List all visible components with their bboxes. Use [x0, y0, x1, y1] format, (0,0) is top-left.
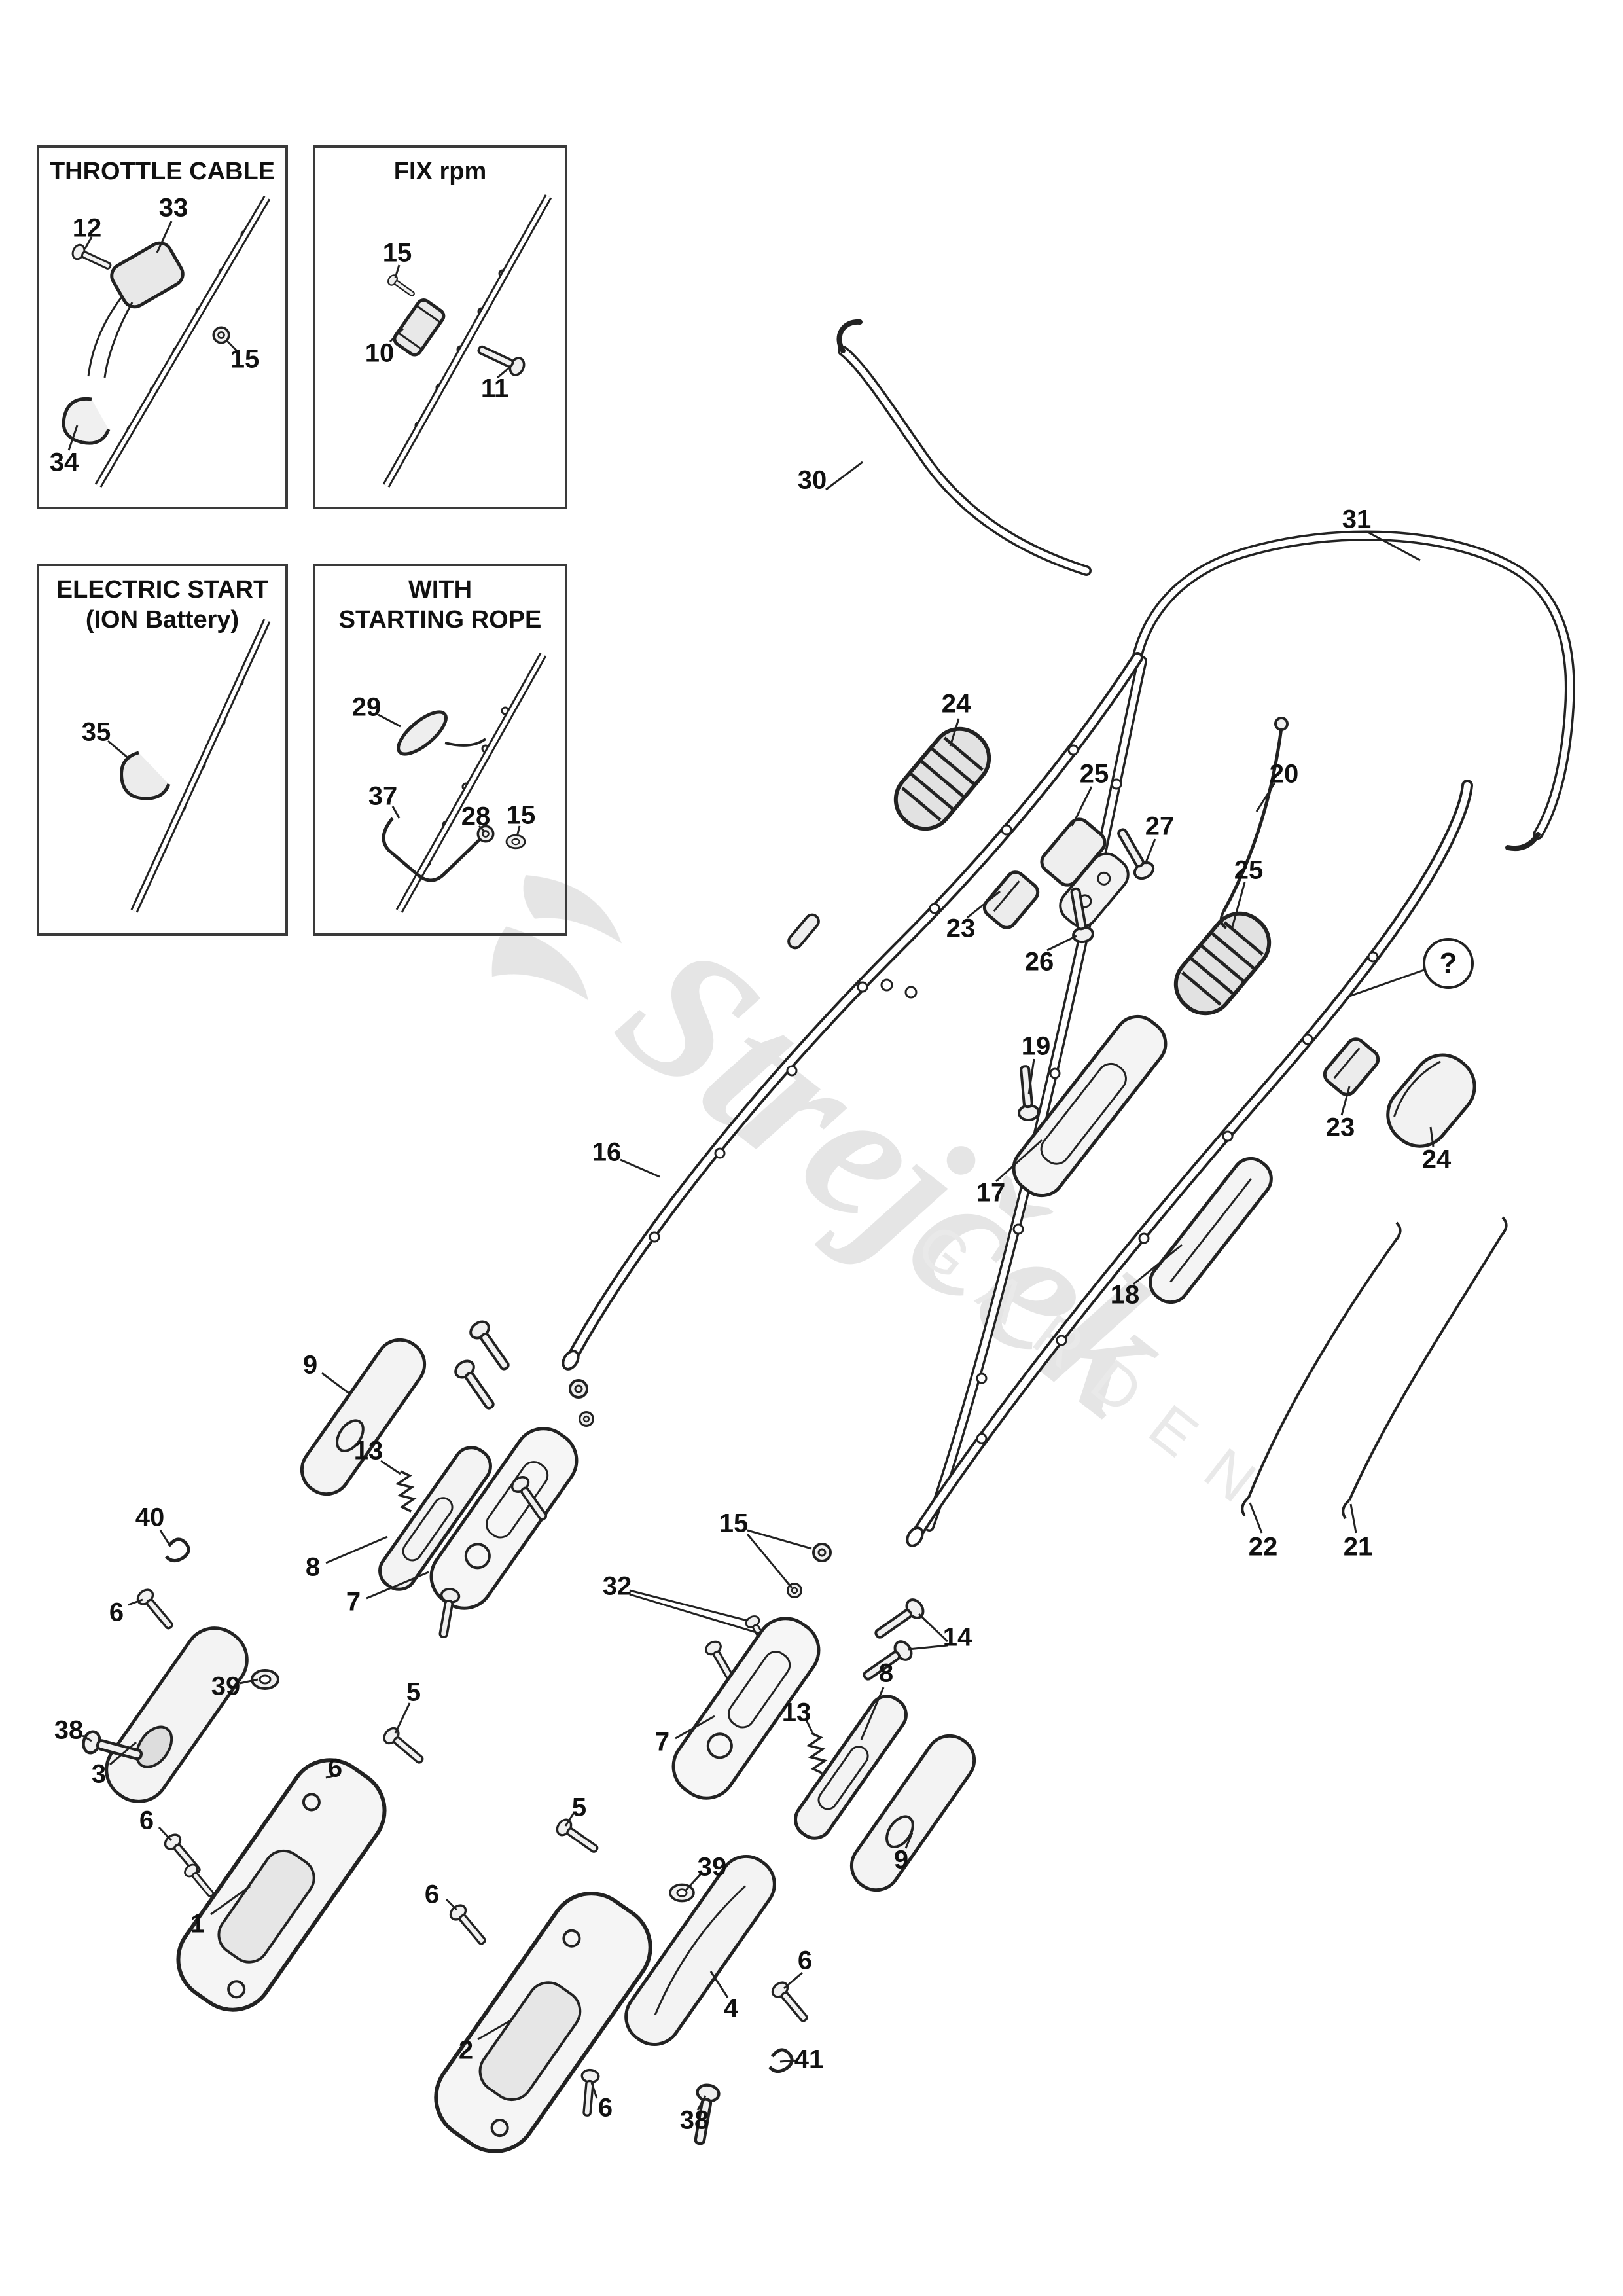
part-label-7: 7: [654, 1727, 670, 1757]
part-label-40: 40: [135, 1503, 165, 1532]
part-label-11: 11: [480, 374, 509, 403]
grip-24-left: [893, 726, 991, 831]
part-label-3: 3: [91, 1759, 107, 1789]
inset-starting-rope-art: [382, 653, 547, 913]
part-label-6: 6: [597, 2093, 613, 2123]
part-label-5: 5: [406, 1677, 421, 1707]
inset-box-throttle-cable: THROTTLE CABLE: [37, 145, 288, 509]
grip-25-right: [1173, 911, 1272, 1016]
part-label-17: 17: [976, 1178, 1006, 1208]
part-label-38: 38: [679, 2106, 709, 2135]
part-label-15: 15: [230, 344, 260, 374]
part-label-33: 33: [158, 193, 188, 223]
part-label-24: 24: [941, 689, 971, 719]
part-label-6: 6: [327, 1753, 343, 1783]
spacer-23-right: [1323, 1037, 1380, 1096]
part-label-10: 10: [365, 338, 395, 368]
shell-24-right: [1386, 1053, 1476, 1148]
part-label-25: 25: [1234, 855, 1264, 885]
cover-9-right: [849, 1734, 976, 1892]
part-label-21: 21: [1343, 1532, 1373, 1562]
spacer-23-left: [982, 870, 1040, 929]
part-label-34: 34: [49, 448, 79, 477]
part-label-26: 26: [1024, 947, 1054, 977]
part-label-13: 13: [353, 1436, 383, 1465]
part-label-9: 9: [302, 1350, 318, 1380]
part-label-15: 15: [719, 1509, 749, 1538]
part-label-37: 37: [368, 781, 398, 811]
part-label-32: 32: [602, 1571, 632, 1601]
inset-throttle-cable-art: [62, 195, 271, 488]
bracket-1: [176, 1758, 387, 2012]
part-label-18: 18: [1110, 1280, 1140, 1310]
handlebar-tubes: [562, 319, 1575, 1547]
part-label-24: 24: [1421, 1145, 1452, 1174]
part-label-23: 23: [946, 914, 976, 943]
inset-box-fix-rpm: FIX rpm: [313, 145, 567, 509]
part-label-6: 6: [797, 1946, 813, 1975]
inset-box-electric-start: ELECTRIC START (ION Battery): [37, 564, 288, 936]
part-label-27: 27: [1145, 812, 1175, 841]
part-label-39: 39: [211, 1672, 241, 1701]
part-label-31: 31: [1342, 505, 1372, 534]
cable-parts: [1219, 717, 1508, 1520]
part-label-5: 5: [571, 1793, 587, 1822]
part-label-16: 16: [592, 1138, 622, 1167]
part-label-20: 20: [1269, 759, 1299, 789]
part-label-14: 14: [942, 1623, 972, 1652]
mid-brackets: [1012, 1014, 1273, 1304]
part-label-9: 9: [893, 1845, 909, 1874]
housing-7-right: [671, 1617, 821, 1800]
cover-9-left: [300, 1338, 427, 1496]
inset-title-electric-start-line1: ELECTRIC START: [56, 576, 269, 603]
lever-8-right: [794, 1695, 908, 1840]
bracket-2: [434, 1892, 652, 2153]
part-label-4: 4: [723, 1994, 739, 2023]
center-cluster: [434, 1543, 976, 2153]
part-label-39: 39: [697, 1852, 727, 1882]
watermark-logo: [491, 875, 622, 1001]
part-label-1: 1: [190, 1909, 205, 1939]
inset-title-throttle-cable-line1: THROTTLE CABLE: [49, 158, 276, 185]
inset-fix-rpm-art: [382, 194, 552, 488]
part-label-13: 13: [781, 1698, 812, 1727]
part-label-15: 15: [506, 800, 536, 830]
part-label-35: 35: [81, 717, 111, 747]
part-label-12: 12: [72, 213, 102, 243]
inset-title-starting-rope-line1: WITH: [408, 576, 473, 603]
part-label-41: 41: [794, 2045, 824, 2074]
part-label-28: 28: [461, 802, 491, 831]
bracket-18: [1149, 1157, 1273, 1304]
leader-lines: [67, 221, 1435, 2111]
part-label-22: 22: [1248, 1532, 1278, 1562]
unknown-part-marker: ?: [1423, 938, 1474, 989]
inset-electric-start-art: [120, 619, 271, 913]
part-label-6: 6: [109, 1598, 124, 1627]
part-label-6: 6: [424, 1880, 440, 1909]
inset-title-fix-rpm-line1: FIX rpm: [393, 158, 487, 185]
part-label-38: 38: [54, 1715, 84, 1745]
part-label-6: 6: [139, 1806, 154, 1835]
part-label-29: 29: [351, 692, 382, 722]
bracket-4: [624, 1854, 776, 2047]
grip-switch-parts: [787, 726, 1476, 1148]
inset-title-starting-rope-line2: STARTING ROPE: [338, 605, 542, 634]
inset-title-electric-start-line2: (ION Battery): [85, 605, 240, 634]
part-label-8: 8: [305, 1552, 321, 1582]
part-label-15: 15: [382, 238, 412, 268]
bracket-17: [1012, 1014, 1168, 1198]
bracket-3: [105, 1626, 249, 1803]
part-label-25: 25: [1079, 759, 1109, 789]
part-label-8: 8: [878, 1659, 894, 1688]
part-label-19: 19: [1021, 1031, 1051, 1061]
inset-box-starting-rope: WITH STARTING ROPE: [313, 564, 567, 936]
part-label-2: 2: [458, 2036, 474, 2065]
lever-8-left: [378, 1446, 492, 1591]
part-label-30: 30: [797, 465, 827, 495]
part-label-7: 7: [346, 1587, 361, 1617]
part-label-23: 23: [1325, 1113, 1355, 1142]
left-cluster: [81, 1317, 595, 2012]
